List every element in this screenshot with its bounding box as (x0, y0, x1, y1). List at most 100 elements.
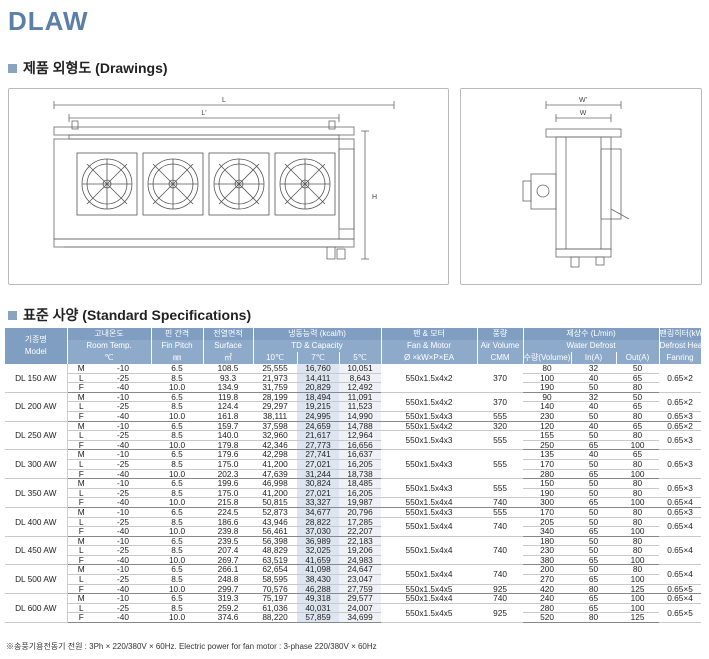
capacity-5-cell: 19,987 (339, 497, 382, 508)
surface-cell: 259.2 (203, 603, 254, 614)
water-volume-cell: 240 (523, 593, 572, 604)
fan-motor-cell: 550x1.5x4x3 (381, 449, 478, 480)
model-name-cell: DL 300 AW (5, 449, 68, 480)
air-volume-cell: 740 (477, 517, 524, 537)
fin-pitch-cell: 10.0 (151, 526, 204, 537)
heater-cell: 0.65×3 (659, 449, 702, 480)
col-room-unit: ℃ (67, 352, 152, 364)
room-temp-cell: -10 (95, 507, 152, 518)
grade-cell: L (67, 488, 95, 499)
fin-pitch-cell: 10.0 (151, 382, 204, 393)
room-temp-cell: -25 (95, 545, 152, 556)
surface-cell: 202.3 (203, 469, 254, 480)
col-fan-en: Fan & Motor (381, 340, 478, 352)
capacity-5-cell: 16,205 (339, 488, 382, 499)
water-out-cell: 50 (616, 392, 660, 403)
capacity-10-cell: 58,595 (253, 574, 298, 585)
fin-pitch-cell: 10.0 (151, 411, 204, 422)
room-temp-cell: -25 (95, 603, 152, 614)
capacity-10-cell: 28,199 (253, 392, 298, 403)
dim-label-L: L (222, 97, 226, 104)
col-water-in: In(A) (571, 352, 617, 364)
col-fan-kr: 팬 & 모터 (381, 328, 478, 340)
capacity-7-cell: 21,617 (297, 430, 340, 441)
col-room-kr: 고내온도 (67, 328, 152, 340)
water-out-cell: 65 (616, 373, 660, 384)
capacity-5-cell: 22,183 (339, 536, 382, 547)
water-volume-cell: 520 (523, 612, 572, 624)
col-td7: 7℃ (297, 352, 340, 364)
water-volume-cell: 80 (523, 364, 572, 374)
model-name-cell: DL 250 AW (5, 421, 68, 451)
fin-pitch-cell: 6.5 (151, 507, 204, 518)
model-name-cell: DL 400 AW (5, 507, 68, 537)
capacity-7-cell: 57,859 (297, 612, 340, 624)
water-volume-cell: 300 (523, 497, 572, 508)
surface-cell: 215.8 (203, 497, 254, 508)
col-td5: 5℃ (339, 352, 382, 364)
surface-cell: 161.8 (203, 411, 254, 422)
water-volume-cell: 140 (523, 401, 572, 412)
drawings-heading: 제품 외형도 (Drawings) (8, 58, 168, 78)
water-in-cell: 80 (571, 612, 617, 624)
capacity-7-cell: 28,822 (297, 517, 340, 528)
room-temp-cell: -40 (95, 469, 152, 480)
capacity-10-cell: 38,111 (253, 411, 298, 422)
room-temp-cell: -40 (95, 612, 152, 624)
capacity-10-cell: 42,346 (253, 440, 298, 451)
water-in-cell: 50 (571, 545, 617, 556)
grade-cell: L (67, 459, 95, 470)
water-out-cell: 80 (616, 382, 660, 393)
air-volume-cell: 740 (477, 564, 524, 585)
water-volume-cell: 205 (523, 517, 572, 528)
model-name-cell: DL 500 AW (5, 564, 68, 595)
fan-motor-cell: 550x1.5x4x2 (381, 421, 478, 432)
water-volume-cell: 135 (523, 449, 572, 460)
fin-pitch-cell: 6.5 (151, 536, 204, 547)
room-temp-cell: -40 (95, 584, 152, 595)
water-out-cell: 80 (616, 564, 660, 576)
col-surf-kr: 전열면적 (203, 328, 254, 340)
capacity-5-cell: 24,983 (339, 555, 382, 566)
grade-cell: F (67, 382, 95, 393)
water-out-cell: 65 (616, 449, 660, 460)
air-volume-cell: 555 (477, 430, 524, 451)
capacity-10-cell: 56,398 (253, 536, 298, 547)
water-out-cell: 80 (616, 411, 660, 422)
model-name-cell: DL 600 AW (5, 593, 68, 624)
water-volume-cell: 90 (523, 392, 572, 403)
room-temp-cell: -10 (95, 478, 152, 489)
capacity-7-cell: 27,741 (297, 449, 340, 460)
air-volume-cell: 740 (477, 536, 524, 566)
water-out-cell: 50 (616, 364, 660, 374)
water-out-cell: 80 (616, 545, 660, 556)
section-bullet-icon (8, 310, 17, 320)
water-in-cell: 50 (571, 536, 617, 547)
water-volume-cell: 280 (523, 603, 572, 614)
capacity-5-cell: 24,647 (339, 564, 382, 576)
dim-label-H: H (372, 194, 377, 201)
surface-cell: 119.8 (203, 392, 254, 403)
capacity-5-cell: 27,759 (339, 584, 382, 595)
dim-label-L-prime: L' (201, 110, 206, 117)
grade-cell: F (67, 440, 95, 451)
water-in-cell: 50 (571, 411, 617, 422)
grade-cell: L (67, 545, 95, 556)
air-volume-cell: 740 (477, 593, 524, 604)
col-water-en: Water Defrost (523, 340, 660, 352)
water-volume-cell: 155 (523, 430, 572, 441)
capacity-7-cell: 18,494 (297, 392, 340, 403)
grade-cell: F (67, 612, 95, 624)
water-in-cell: 65 (571, 497, 617, 508)
water-volume-cell: 250 (523, 440, 572, 451)
capacity-10-cell: 88,220 (253, 612, 298, 624)
capacity-7-cell: 33,327 (297, 497, 340, 508)
